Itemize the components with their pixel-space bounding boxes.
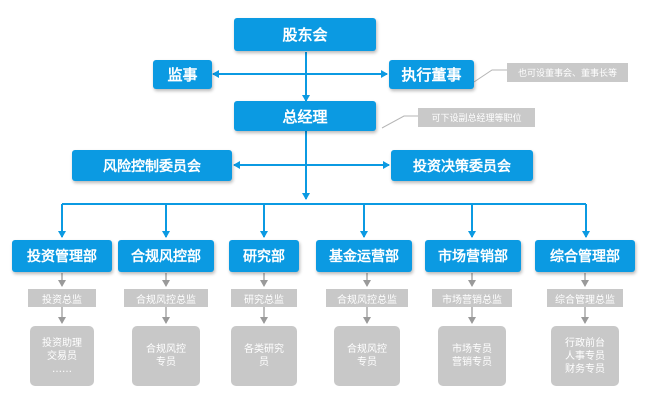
shareholders-box: 股东会	[234, 18, 376, 51]
department-staff-box: 市场专员 营销专员	[438, 326, 506, 386]
department-box: 研究部	[229, 240, 299, 272]
department-lead-box: 研究总监	[231, 289, 297, 307]
note-callout-exec	[473, 69, 507, 83]
department-box: 市场营销部	[425, 240, 521, 272]
department-staff-box: 合规风控 专员	[132, 326, 200, 386]
department-box: 综合管理部	[535, 240, 635, 272]
department-lead-box: 合规风控总监	[124, 289, 208, 307]
department-lead-box: 市场营销总监	[432, 289, 512, 307]
risk-committee-box: 风险控制委员会	[72, 150, 232, 181]
department-box: 基金运营部	[316, 240, 412, 272]
department-staff-box: 各类研究 员	[231, 326, 297, 386]
department-staff-box: 合规风控 专员	[334, 326, 400, 386]
department-box: 合规风控部	[118, 240, 214, 272]
investment-committee-box: 投资决策委员会	[391, 150, 533, 181]
department-staff-box: 投资助理 交易员 ……	[30, 326, 94, 386]
exec-director-note: 也可设董事会、董事长等	[507, 63, 628, 82]
exec-director-box: 执行董事	[389, 60, 474, 89]
general-manager-box: 总经理	[234, 101, 376, 131]
supervisor-box: 监事	[153, 60, 212, 89]
department-box: 投资管理部	[12, 240, 112, 272]
general-manager-note: 可下设副总经理等职位	[418, 108, 535, 127]
department-lead-box: 合规风控总监	[326, 289, 408, 307]
department-lead-box: 综合管理总监	[547, 289, 623, 307]
note-callout-gm	[381, 115, 418, 129]
department-lead-box: 投资总监	[28, 289, 96, 307]
department-staff-box: 行政前台 人事专员 财务专员	[551, 326, 619, 386]
